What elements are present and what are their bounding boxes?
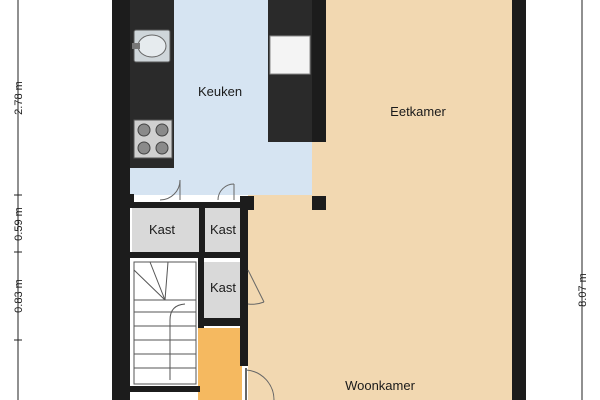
door-swing: [245, 369, 275, 400]
staircase: [133, 261, 197, 385]
room-label-eetkamer: Eetkamer: [390, 104, 446, 119]
sink-bowl: [137, 34, 167, 58]
room-label-keuken: Keuken: [198, 84, 242, 99]
counter-center-edge: [312, 0, 326, 142]
wall-kitchen-bottom: [128, 202, 242, 208]
wall-stair-right: [198, 258, 204, 328]
kast-2-floor: [204, 208, 242, 252]
door-swing: [217, 183, 235, 201]
burner: [155, 123, 169, 137]
sink-tap: [132, 43, 140, 49]
woonkamer-floor: [248, 195, 513, 400]
kast-1-floor: [132, 208, 200, 252]
dimension-label: 0.83 m: [13, 279, 25, 313]
burner: [155, 141, 169, 155]
wall-bottom-left: [128, 386, 200, 392]
kast-3-floor: [204, 262, 242, 318]
wall-hall-right: [240, 326, 248, 366]
burner: [137, 123, 151, 137]
wall-kast-right: [240, 208, 248, 328]
wall-kast3-bottom: [199, 318, 248, 326]
room-label-kast: Kast: [149, 222, 175, 237]
room-label-kast: Kast: [210, 280, 236, 295]
dimension-lines: [14, 0, 583, 400]
wall-left-outer: [112, 0, 130, 400]
wall-kast-bottom: [128, 252, 242, 258]
burner: [137, 141, 151, 155]
wall-kitchen-bottom-left: [128, 194, 134, 208]
wall-right-outer: [512, 0, 526, 400]
pillar-right: [312, 196, 326, 210]
door-swing: [247, 301, 265, 305]
door-leaf: [247, 269, 265, 303]
appliance: [269, 35, 311, 75]
room-label-kast: Kast: [210, 222, 236, 237]
dimension-label: 0.59 m: [13, 207, 25, 241]
dimension-label: 2.78 m: [13, 81, 25, 115]
wall-kast-divider: [199, 208, 205, 258]
pillar-left: [240, 196, 254, 210]
hall-floor: [198, 328, 242, 400]
dimension-label: 8.07 m: [577, 273, 589, 307]
room-label-woonkamer: Woonkamer: [345, 378, 416, 393]
